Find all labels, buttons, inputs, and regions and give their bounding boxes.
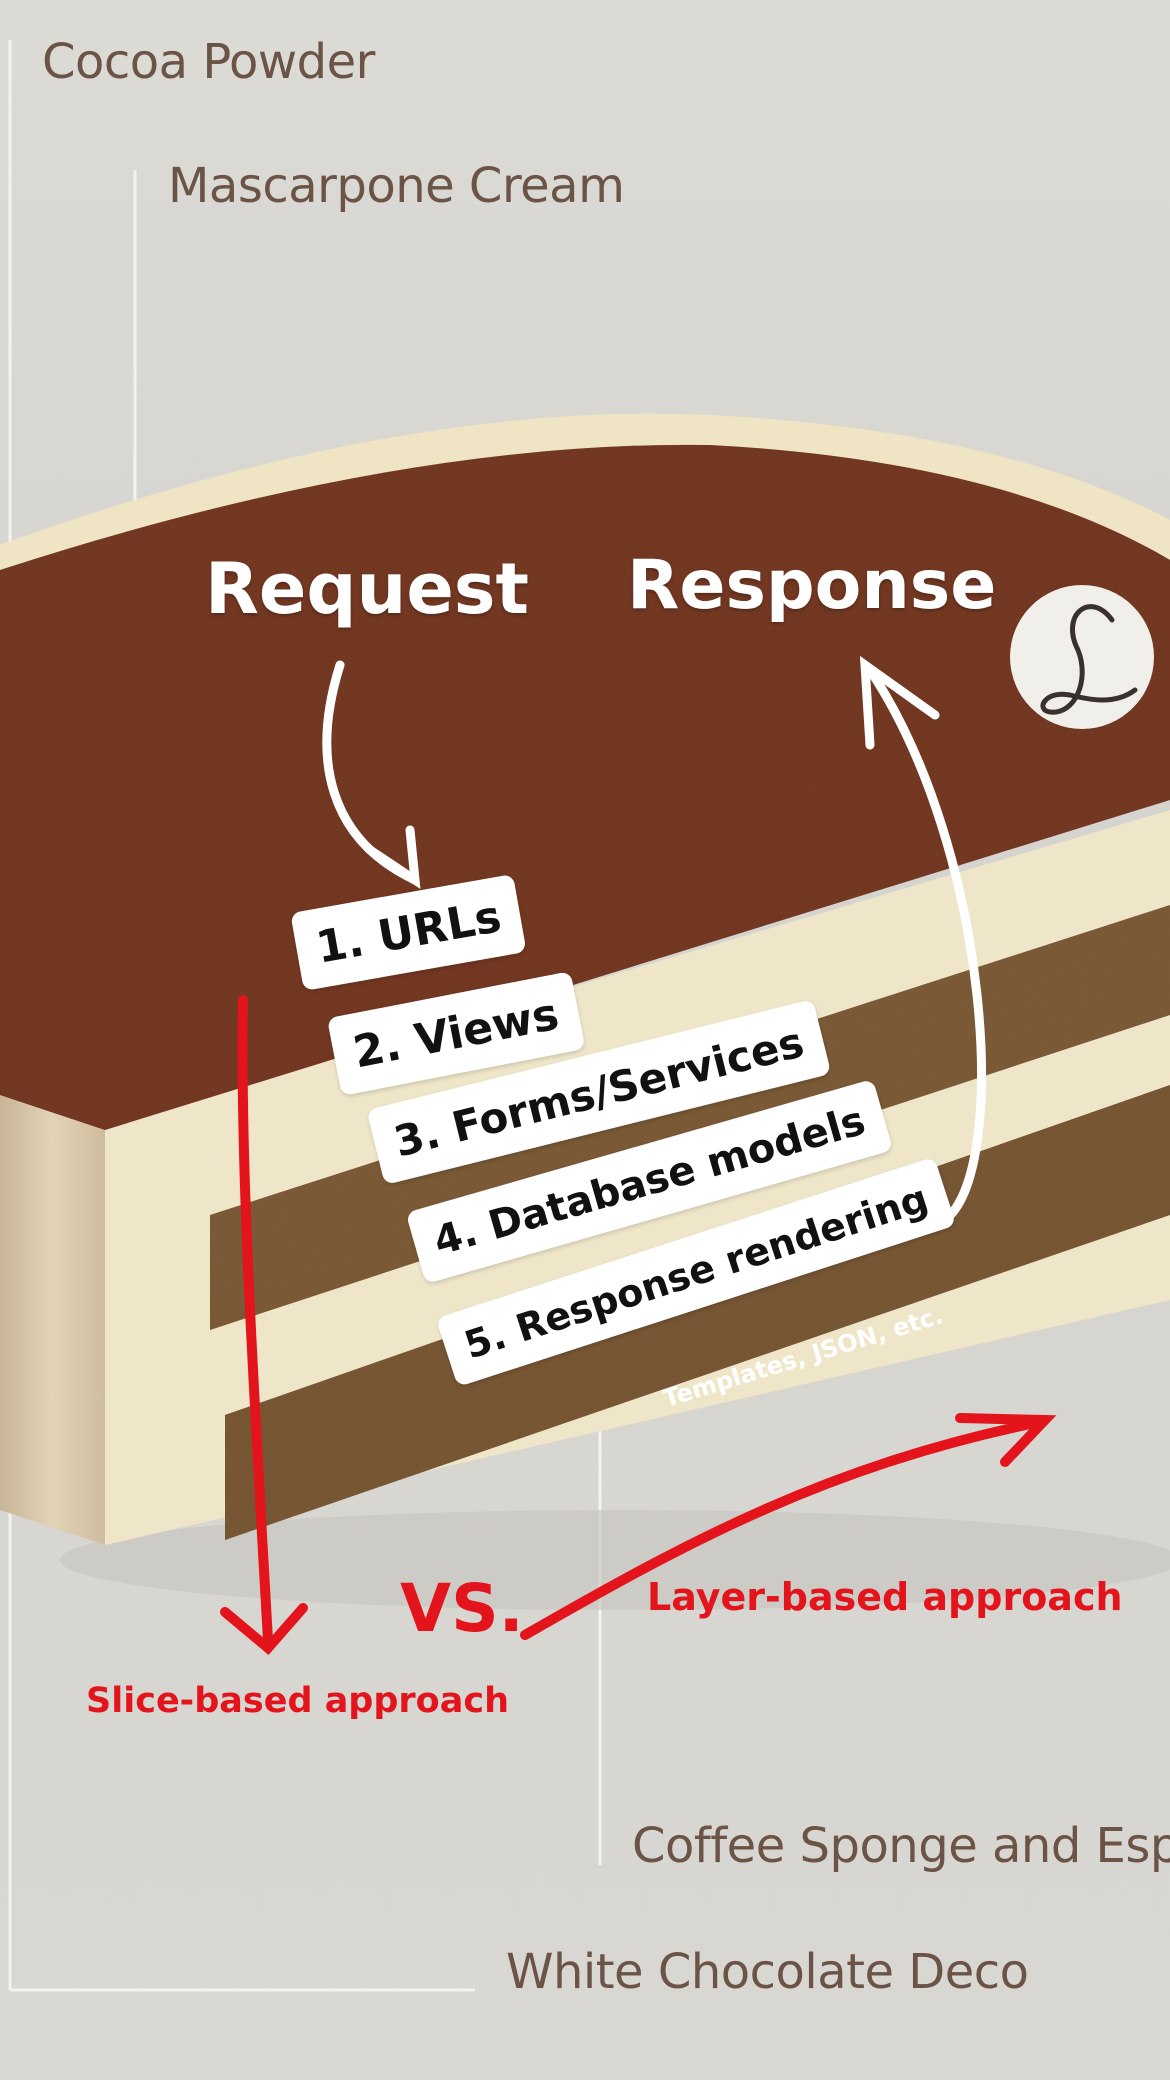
vs-label: VS.: [400, 1570, 524, 1647]
layer-based-label: Layer-based approach: [647, 1575, 1123, 1619]
cursive-l-logo-icon: [1010, 585, 1154, 729]
response-label: Response: [627, 546, 997, 625]
request-label: Request: [205, 548, 529, 630]
cake-side-wall: [0, 1090, 105, 1545]
cake-rim: [0, 413, 1170, 585]
ingredient-label-coffee-sponge: Coffee Sponge and Espre: [632, 1818, 1170, 1874]
response-arrow: [859, 655, 986, 1225]
ingredient-label-cocoa: Cocoa Powder: [42, 34, 375, 90]
layer-arrow: [520, 1413, 1057, 1640]
request-arrow: [322, 660, 421, 890]
ingredient-label-mascarpone: Mascarpone Cream: [168, 158, 625, 214]
ingredient-label-white-chocolate: White Chocolate Deco: [506, 1944, 1029, 2000]
slice-based-label: Slice-based approach: [86, 1681, 510, 1721]
slice-arrow: [220, 995, 308, 1655]
